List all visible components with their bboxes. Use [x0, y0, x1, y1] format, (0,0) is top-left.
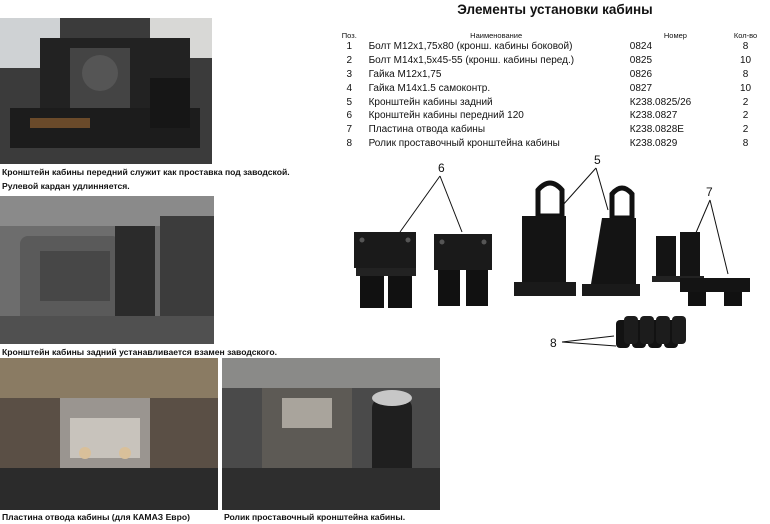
table-row: 6 Кронштейн кабины передний 120 К238.082…	[336, 109, 770, 123]
row-code: 0824	[629, 41, 653, 53]
caption-spacer-roller: Ролик проставочный кронштейна кабины.	[224, 512, 406, 522]
callout-6-leader	[399, 175, 441, 233]
row-name: Ролик проставочный кронштейна кабины	[368, 137, 560, 149]
cab-plate-part	[680, 278, 750, 306]
callout-6-label: 6	[438, 161, 445, 175]
photo-spacer-roller	[222, 358, 440, 510]
front-bracket-part	[354, 232, 416, 308]
caption-cab-plate: Пластина отвода кабины (для КАМАЗ Евро)	[2, 512, 190, 522]
table-row: 3 Гайка М12х1,75 0826 8	[336, 68, 770, 82]
caption-rear-bracket: Кронштейн кабины задний устанавливается …	[2, 347, 278, 357]
row-name: Болт М14х1,5х45-55 (кронш. кабины перед.…	[368, 55, 575, 67]
row-name: Болт М12х1,75х80 (кронш. кабины боковой)	[368, 41, 573, 53]
callout-8-leader	[561, 335, 615, 343]
row-qty: 8	[742, 137, 749, 149]
header-qty: Кол-во	[733, 31, 758, 40]
table-row: 5 Кронштейн кабины задний К238.0825/26 2	[336, 95, 770, 109]
cab-plate-part	[652, 232, 704, 282]
table-row: 2 Болт М14х1,5х45-55 (кронш. кабины пере…	[336, 54, 770, 68]
callout-6-leader	[439, 175, 463, 233]
table-row: 7 Пластина отвода кабины К238.0828Е 2	[336, 123, 770, 137]
row-pos: 6	[346, 110, 353, 122]
front-bracket-part	[434, 234, 492, 306]
row-code: 0825	[629, 55, 653, 67]
row-name: Кронштейн кабины задний	[368, 96, 493, 108]
row-pos: 8	[346, 137, 353, 149]
parts-illustration: 6 5 7 8	[354, 153, 750, 350]
row-code: К238.0828Е	[629, 124, 684, 136]
caption-front-bracket-line2: Рулевой кардан удлинняется.	[2, 181, 130, 191]
header-code: Номер	[663, 31, 687, 40]
table-header-row: Поз. Наименование Номер Кол-во	[336, 28, 770, 40]
photo-cab-plate	[0, 358, 218, 510]
row-code: К238.0827	[629, 110, 678, 122]
row-pos: 1	[346, 41, 353, 53]
callout-5-leader	[595, 167, 609, 211]
callout-5-label: 5	[594, 153, 601, 167]
row-qty: 2	[742, 124, 749, 136]
row-name: Кронштейн кабины передний 120	[368, 110, 524, 122]
row-pos: 7	[346, 124, 353, 136]
callout-8-leader	[561, 341, 617, 347]
row-code: 0826	[629, 68, 653, 80]
page-title: Элементы установки кабины	[457, 2, 653, 17]
row-code: 0827	[629, 82, 653, 94]
photo-rear-bracket	[0, 196, 214, 344]
row-code: К238.0825/26	[629, 96, 692, 108]
header-pos: Поз.	[341, 31, 357, 40]
row-qty: 2	[742, 110, 749, 122]
callout-5-leader	[561, 167, 597, 207]
spacer-roller-part	[616, 316, 686, 348]
row-qty: 8	[742, 41, 749, 53]
row-name: Гайка М14х1.5 самоконтр.	[368, 82, 491, 94]
row-qty: 10	[739, 82, 752, 94]
row-name: Гайка М12х1,75	[368, 68, 442, 80]
row-qty: 8	[742, 68, 749, 80]
row-pos: 4	[346, 82, 353, 94]
table-row: 4 Гайка М14х1.5 самоконтр. 0827 10	[336, 81, 770, 95]
row-qty: 2	[742, 96, 749, 108]
row-pos: 3	[346, 68, 353, 80]
row-pos: 2	[346, 55, 353, 67]
rear-bracket-part	[582, 185, 640, 296]
table-row: 1 Болт М12х1,75х80 (кронш. кабины боково…	[336, 40, 770, 54]
rear-bracket-part	[514, 180, 576, 296]
callout-7-leader	[709, 199, 729, 275]
row-name: Пластина отвода кабины	[368, 124, 486, 136]
row-pos: 5	[346, 96, 353, 108]
table-row: 8 Ролик проставочный кронштейна кабины К…	[336, 137, 770, 151]
caption-front-bracket-line1: Кронштейн кабины передний служит как про…	[2, 167, 290, 177]
callout-7-label: 7	[706, 185, 713, 199]
parts-table: Поз. Наименование Номер Кол-во 1 Болт М1…	[336, 28, 770, 150]
photo-front-bracket	[0, 18, 212, 164]
row-code: К238.0829	[629, 137, 678, 149]
header-name: Наименование	[470, 31, 523, 40]
row-qty: 10	[739, 55, 752, 67]
callout-8-label: 8	[550, 336, 557, 350]
